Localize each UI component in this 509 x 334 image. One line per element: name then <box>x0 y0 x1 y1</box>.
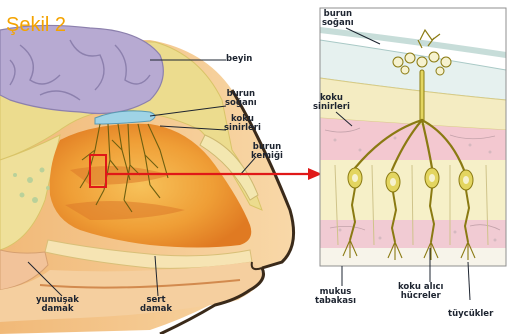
label-beyin: beyin <box>226 55 252 64</box>
label-sert-damak: sert damak <box>140 296 172 314</box>
label-tuycukler: tüycükler <box>448 310 493 319</box>
epithelium-inset <box>320 8 506 300</box>
label-yumusak-damak: yumuşak damak <box>36 296 79 314</box>
label-burun-sogani-right: burun soğanı <box>322 10 354 28</box>
label-burun-kemigi: burun kemiği <box>251 143 283 161</box>
label-burun-sogani-left: burun soğanı <box>225 90 257 108</box>
label-mukus-tabakasi: mukus tabakası <box>315 288 356 306</box>
label-koku-alici-hucreler: koku alıcı hücreler <box>398 283 443 301</box>
label-koku-sinirleri-left: koku sinirleri <box>224 115 261 133</box>
label-koku-sinirleri-right: koku sinirleri <box>313 94 350 112</box>
figure-title: Şekil 2 <box>6 14 66 37</box>
brain <box>0 25 163 113</box>
head-section <box>0 25 294 334</box>
